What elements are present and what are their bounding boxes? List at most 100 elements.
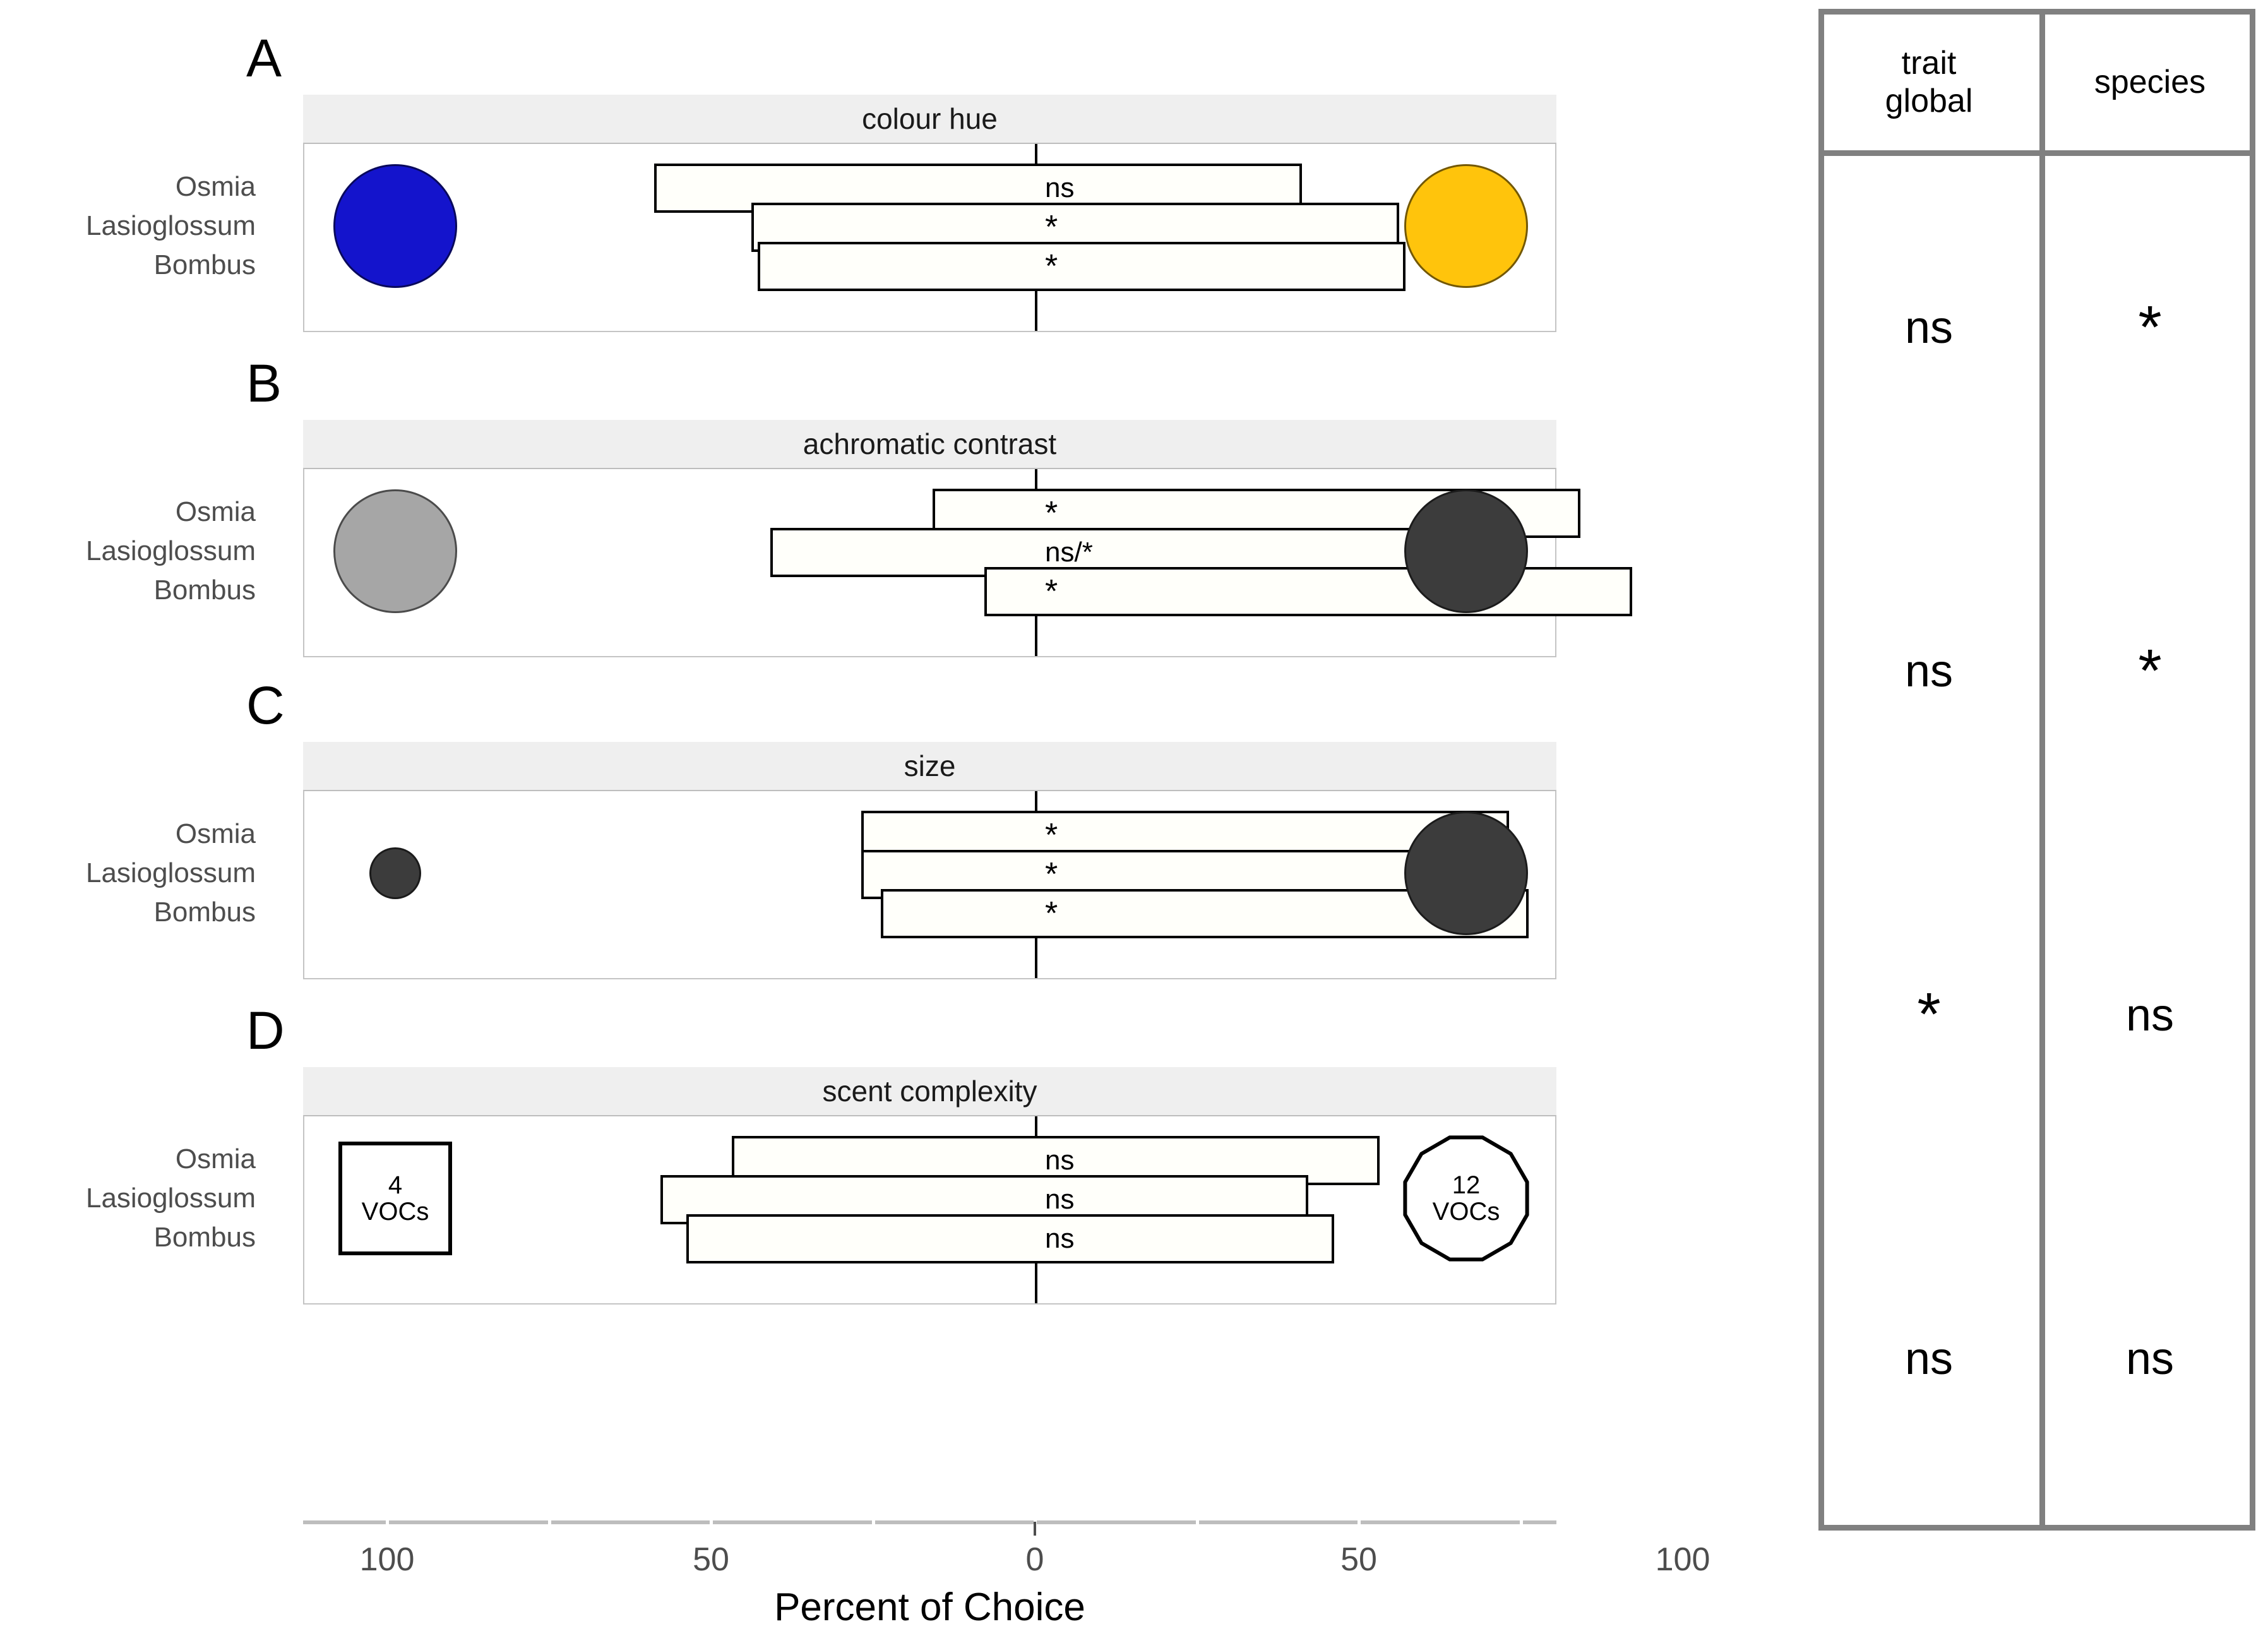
panel-strip-C: size	[303, 742, 1556, 790]
panel-letter-C: C	[246, 676, 285, 735]
table-header-divider	[1824, 150, 2250, 156]
panel-A: colour hue ns **	[303, 95, 1556, 332]
table-cell-species-1: *	[2045, 499, 2255, 843]
x-axis-tick-zero	[1034, 1522, 1036, 1536]
panel-B: achromatic contrast * ns/* *	[303, 420, 1632, 657]
dodecagon-icon	[1403, 1135, 1529, 1262]
table-value-text: *	[1917, 981, 1941, 1049]
significance-label-C-lasioglossum: *	[1045, 856, 1058, 893]
x-axis-tick	[1195, 1520, 1199, 1524]
y-axis-label-B-osmia: Osmia	[175, 496, 256, 527]
x-axis-tick	[386, 1520, 389, 1524]
x-axis-tick	[871, 1520, 875, 1524]
panel-strip-D: scent complexity	[303, 1067, 1556, 1115]
plot-area-D: ns ns ns	[303, 1115, 1556, 1305]
plot-area-C: ***	[303, 790, 1556, 979]
y-axis-label-A-lasioglossum: Lasioglossum	[85, 210, 256, 241]
stimulus-polygon-label-line1: 12	[1452, 1171, 1481, 1199]
y-axis-label-A-osmia: Osmia	[175, 171, 256, 202]
table-value-text: ns	[1904, 646, 1954, 697]
significance-label-A-bombus: *	[1045, 248, 1058, 285]
panel-title-C: size	[904, 749, 956, 782]
x-axis-tick	[1519, 1520, 1523, 1524]
table-value-text: *	[2138, 293, 2162, 361]
panel-D: scent complexity ns ns ns	[303, 1067, 1556, 1305]
panel-title-B: achromatic contrast	[803, 427, 1057, 460]
y-axis-label-A-bombus: Bombus	[153, 249, 256, 280]
x-axis-tick	[1681, 1520, 1685, 1524]
right-stimulus-circle-B	[1404, 489, 1528, 613]
stimulus-square-label-line2: VOCs	[361, 1198, 429, 1226]
table-cell-species-3: ns	[2045, 1187, 2255, 1531]
table-cell-trait-global-3: ns	[1824, 1187, 2034, 1531]
table-cell-trait-global-2: *	[1824, 844, 2034, 1187]
significance-label-D-lasioglossum: ns	[1045, 1184, 1075, 1215]
table-value-text: ns	[1904, 1333, 1954, 1384]
table-cell-species-2: ns	[2045, 844, 2255, 1187]
left-stimulus-circle-A	[333, 164, 457, 288]
left-stimulus-circle-C	[369, 847, 421, 899]
x-axis-title: Percent of Choice	[774, 1585, 1085, 1629]
y-axis-label-B-bombus: Bombus	[153, 575, 256, 606]
table-value-text: ns	[1904, 302, 1954, 354]
summary-table: trait global species ns * ns * * ns ns ns	[1818, 9, 2255, 1531]
right-stimulus-circle-A	[1404, 164, 1528, 288]
right-stimulus-circle-C	[1404, 811, 1528, 935]
table-header-text: trait global	[1885, 44, 1973, 119]
panel-letter-D: D	[246, 1001, 285, 1060]
y-axis-label-C-bombus: Bombus	[153, 897, 256, 928]
y-axis-label-C-lasioglossum: Lasioglossum	[85, 857, 256, 888]
panel-strip-B: achromatic contrast	[303, 420, 1556, 468]
plot-area-A: ns **	[303, 143, 1556, 332]
significance-label-A-lasioglossum: *	[1045, 209, 1058, 246]
plot-area-B: * ns/* *	[303, 468, 1632, 657]
panel-letter-B: B	[246, 354, 282, 413]
table-cell-species-0: *	[2045, 156, 2255, 499]
panel-title-A: colour hue	[862, 102, 998, 135]
table-header-text: species	[2094, 63, 2206, 100]
table-column-divider	[2039, 15, 2045, 1525]
table-header-species: species	[2045, 15, 2255, 150]
table-value-text: *	[2138, 636, 2162, 705]
left-stimulus-circle-B	[333, 489, 457, 613]
table-header-trait-global: trait global	[1824, 15, 2034, 150]
y-axis-label-C-osmia: Osmia	[175, 818, 256, 849]
panel-letter-A: A	[246, 28, 282, 88]
significance-label-C-osmia: *	[1045, 817, 1058, 854]
significance-label-B-osmia: *	[1045, 495, 1058, 532]
bar-D-bombus	[686, 1214, 1334, 1263]
x-axis-tick-label: 0	[1025, 1541, 1044, 1578]
x-axis-tick-label: 100	[359, 1541, 415, 1578]
stimulus-square-label-line1: 4	[388, 1171, 403, 1199]
x-axis-tick-label: 50	[693, 1541, 729, 1578]
y-axis-label-B-lasioglossum: Lasioglossum	[85, 535, 256, 566]
significance-label-B-bombus: *	[1045, 573, 1058, 610]
x-axis-line	[303, 1520, 1685, 1536]
stimulus-polygon-label-line2: VOCs	[1432, 1198, 1500, 1226]
x-axis-tick-label: 100	[1655, 1541, 1710, 1578]
panel-C: size***	[303, 742, 1556, 979]
significance-label-D-osmia: ns	[1045, 1145, 1075, 1176]
significance-label-C-bombus: *	[1045, 895, 1058, 932]
x-axis-tick	[547, 1520, 551, 1524]
bar-A-bombus	[757, 242, 1406, 291]
panel-strip-A: colour hue	[303, 95, 1556, 143]
panel-title-D: scent complexity	[822, 1075, 1037, 1108]
bar-B-bombus	[984, 567, 1632, 616]
x-axis-tick	[710, 1520, 713, 1524]
y-axis-label-D-lasioglossum: Lasioglossum	[85, 1183, 256, 1214]
table-value-text: ns	[2125, 1333, 2175, 1384]
significance-label-B-lasioglossum: ns/*	[1045, 537, 1093, 568]
y-axis-label-D-bombus: Bombus	[153, 1222, 256, 1253]
table-cell-trait-global-1: ns	[1824, 499, 2034, 843]
table-cell-trait-global-0: ns	[1824, 156, 2034, 499]
x-axis-tick	[1358, 1520, 1361, 1524]
significance-label-A-osmia: ns	[1045, 172, 1075, 203]
y-axis-label-D-osmia: Osmia	[175, 1143, 256, 1174]
table-value-text: ns	[2125, 989, 2175, 1041]
significance-label-D-bombus: ns	[1045, 1223, 1075, 1254]
